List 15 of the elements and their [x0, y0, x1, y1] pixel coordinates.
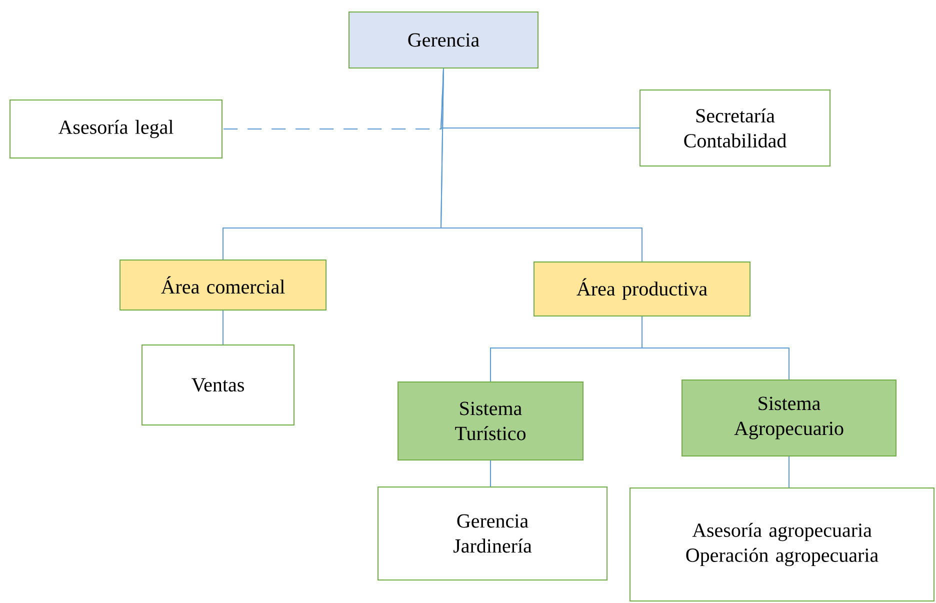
org-box: Sistema Agropecuario — [682, 380, 896, 456]
org-box: Secretaría Contabilidad — [640, 90, 830, 166]
connector-line — [642, 316, 790, 380]
org-box: Sistema Turístico — [398, 382, 584, 460]
org-box: Ventas — [142, 344, 294, 426]
org-box: Asesoría legal — [10, 100, 222, 158]
org-box: Gerencia Jardinería — [378, 486, 608, 580]
org-box: Área comercial — [120, 260, 326, 310]
org-box: Área productiva — [534, 262, 750, 316]
org-box: Asesoría agropecuaria Operación agropecuaria — [630, 488, 934, 602]
connector-line — [222, 310, 224, 345]
connector-line — [788, 456, 790, 488]
org-box: Gerencia — [348, 12, 538, 68]
connector-line — [490, 460, 491, 487]
connector-line — [440, 68, 642, 262]
